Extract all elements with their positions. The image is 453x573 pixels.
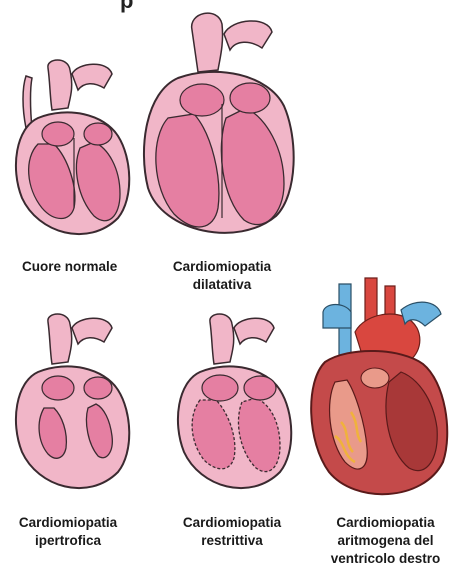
hypertrophic-heart-illustration <box>8 312 136 502</box>
caption-restrictive-line-2: restrittiva <box>174 532 290 550</box>
caption-arrhythmogenic: Cardiomiopatia aritmogena del ventricolo… <box>318 514 453 568</box>
caption-dilated: Cardiomiopatia dilatativa <box>172 258 272 294</box>
caption-restrictive: Cardiomiopatia restrittiva <box>174 514 290 550</box>
caption-arrhythmogenic-line-3: ventricolo destro <box>318 550 453 568</box>
caption-hypertrophic-line-1: Cardiomiopatia <box>10 514 126 532</box>
caption-dilated-line-2: dilatativa <box>172 276 272 294</box>
caption-normal-heart: Cuore normale <box>22 258 117 276</box>
caption-normal-line-1: Cuore normale <box>22 258 117 276</box>
restrictive-heart-illustration <box>170 312 298 502</box>
caption-arrhythmogenic-line-2: aritmogena del <box>318 532 453 550</box>
caption-hypertrophic: Cardiomiopatia ipertrofica <box>10 514 126 550</box>
top-cropped-text: p <box>120 0 133 14</box>
caption-dilated-line-1: Cardiomiopatia <box>172 258 272 276</box>
dilated-heart-illustration <box>138 8 298 248</box>
caption-restrictive-line-1: Cardiomiopatia <box>174 514 290 532</box>
caption-arrhythmogenic-line-1: Cardiomiopatia <box>318 514 453 532</box>
caption-hypertrophic-line-2: ipertrofica <box>10 532 126 550</box>
arrhythmogenic-heart-illustration <box>305 272 453 504</box>
normal-heart-illustration <box>8 58 136 248</box>
